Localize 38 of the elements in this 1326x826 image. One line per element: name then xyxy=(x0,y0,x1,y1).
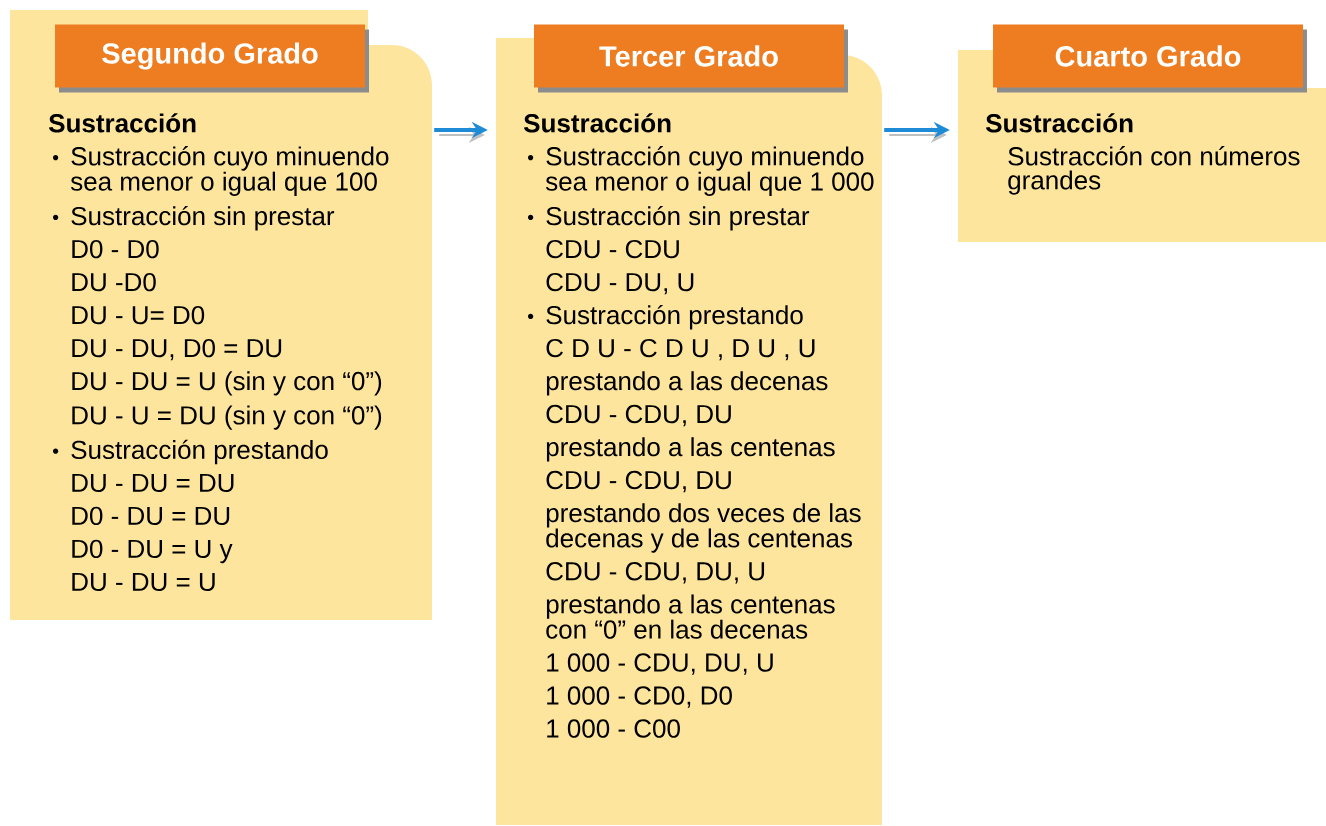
list-item: Sustracción prestando xyxy=(53,439,328,465)
card-background xyxy=(496,38,882,825)
list-item: DU - DU = DU xyxy=(72,473,234,493)
list-item: Sustracción prestando xyxy=(528,304,803,330)
grade-tab: Tercer Grado xyxy=(534,24,848,93)
list-item: CDU - CDU, DU xyxy=(546,404,731,427)
list-item: Sustracción sin prestar xyxy=(528,205,810,231)
list-item: C D U - C D U , D U , U xyxy=(546,338,815,361)
grade-tab: Segundo Grado xyxy=(55,24,369,93)
list-item: DU - DU = U xyxy=(72,572,215,592)
list-item: DU - U= D0 xyxy=(72,305,205,325)
section-heading: Sustracción xyxy=(48,113,196,133)
list-item: DU - U = DU (sin y con “0”) xyxy=(72,405,382,430)
list-item: CDU - CDU, DU, U xyxy=(546,562,765,584)
list-item: DU - DU, D0 = DU xyxy=(72,338,282,361)
list-item: D0 - DU = DU xyxy=(72,506,230,526)
list-item: 1 000 - C00 xyxy=(547,719,680,738)
list-item: prestando a las centenas con “0” en las decenas xyxy=(546,594,835,639)
list-item: prestando a las decenas xyxy=(546,371,828,396)
list-item: prestando a las centenas xyxy=(546,437,835,462)
list-item: DU -D0 xyxy=(72,272,156,292)
list-item: Sustracción con números grandes xyxy=(1008,146,1300,195)
section-heading: Sustracción xyxy=(523,113,671,133)
list-item: DU - DU = U (sin y con “0”) xyxy=(72,371,382,396)
list-item: D0 - DU = U y xyxy=(72,539,233,564)
list-item: CDU - CDU xyxy=(546,239,679,259)
grade-tab: Cuarto Grado xyxy=(993,24,1307,93)
list-item: Sustracción cuyo minuendo sea menor o igual que 100 xyxy=(53,146,389,196)
list-item: Sustracción sin prestar xyxy=(53,205,335,231)
section-heading: Sustracción xyxy=(985,113,1133,133)
list-item: CDU - DU, U xyxy=(546,272,694,295)
list-item: prestando dos veces de las decenas y de las centenas xyxy=(546,503,861,553)
list-item: 1 000 - CDU, DU, U xyxy=(547,653,773,675)
list-item: 1 000 - CD0, D0 xyxy=(547,686,732,708)
list-item: CDU - CDU, DU xyxy=(546,470,731,493)
list-item: Sustracción cuyo minuendo sea menor o igual que 1 000 xyxy=(528,146,874,196)
card-background xyxy=(10,10,432,620)
list-item: D0 - D0 xyxy=(72,239,159,259)
